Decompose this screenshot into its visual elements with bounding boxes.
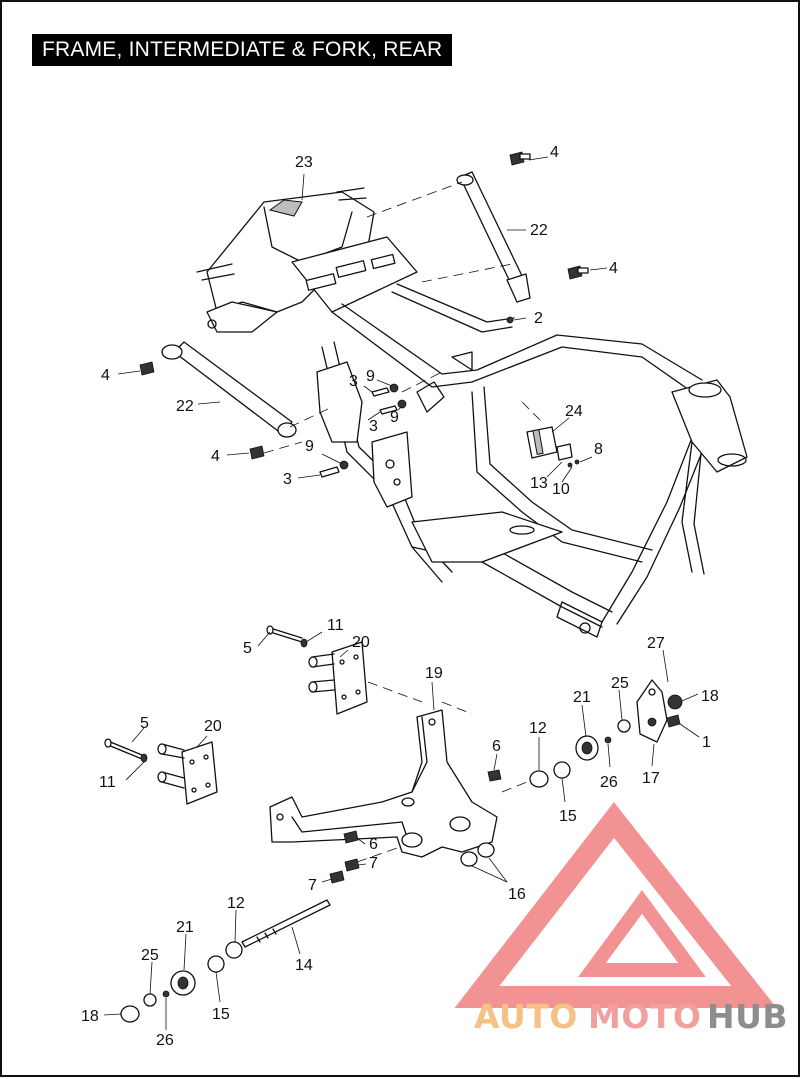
callout-3: 3: [369, 418, 378, 435]
callout-26: 26: [156, 1032, 174, 1049]
callout-15: 15: [559, 808, 577, 825]
callout-22: 22: [176, 398, 194, 415]
callout-15: 15: [212, 1006, 230, 1023]
callout-4: 4: [211, 448, 220, 465]
bearing-set-left: [120, 941, 243, 1023]
callout-20: 20: [352, 634, 370, 651]
callout-12: 12: [227, 895, 245, 912]
bolt-4-top-right: [509, 151, 531, 166]
adjuster-plate-17: [636, 679, 668, 743]
callout-3: 3: [283, 471, 292, 488]
callout-labels: 23 4 22 4 2 4 22 4 3 9 3 9 9 3 24 8 13 1…: [81, 144, 719, 1049]
bracket-24: [526, 426, 580, 468]
watermark-text-moto: MOTO: [588, 997, 701, 1036]
callout-18: 18: [81, 1008, 99, 1025]
callout-8: 8: [594, 441, 603, 458]
callout-6: 6: [492, 738, 501, 755]
callout-6: 6: [369, 836, 378, 853]
callout-9: 9: [366, 368, 375, 385]
callout-21: 21: [573, 689, 591, 706]
swingarm-19: [269, 709, 498, 858]
callout-16: 16: [508, 886, 526, 903]
bolt-4-lower-left: [249, 445, 265, 460]
stud-5-lower: [104, 738, 148, 763]
bolt-1: [666, 714, 681, 728]
callout-2: 2: [534, 310, 543, 327]
callout-4: 4: [609, 260, 618, 277]
mount-plate-20-lower: [157, 741, 218, 805]
callout-5: 5: [243, 640, 252, 657]
callout-21: 21: [176, 919, 194, 936]
bearing-set-right: [529, 719, 631, 788]
mount-plate-20-upper: [308, 641, 368, 715]
callout-5: 5: [140, 715, 149, 732]
callout-14: 14: [295, 957, 313, 974]
callout-17: 17: [642, 770, 660, 787]
callout-18: 18: [701, 688, 719, 705]
callout-7: 7: [308, 877, 317, 894]
bushings-16: [460, 842, 495, 867]
shock-absorber-left: [161, 341, 297, 438]
callout-12: 12: [529, 720, 547, 737]
bolts-6-7-lower: [329, 830, 360, 884]
bolt-4-upper-left: [139, 361, 155, 376]
bolt-6-right: [487, 769, 502, 782]
callout-26: 26: [600, 774, 618, 791]
shock-absorber-right: [456, 171, 531, 303]
callout-9: 9: [305, 438, 314, 455]
watermark-text-auto: AUTO: [474, 997, 578, 1036]
callout-10: 10: [552, 481, 570, 498]
callout-13: 13: [530, 475, 548, 492]
callout-22: 22: [530, 222, 548, 239]
stud-5-upper: [266, 625, 308, 648]
page-title: FRAME, INTERMEDIATE & FORK, REAR: [32, 34, 453, 66]
callout-4: 4: [550, 144, 559, 161]
callout-25: 25: [141, 947, 159, 964]
callout-1: 1: [702, 734, 711, 751]
callout-7: 7: [369, 855, 378, 872]
callout-25: 25: [611, 675, 629, 692]
callout-3: 3: [349, 373, 358, 390]
watermark-triangle-outer: [454, 802, 777, 1008]
callout-11: 11: [99, 774, 116, 791]
callout-9: 9: [390, 409, 399, 426]
bolts-3-and-washers-9: [319, 383, 407, 478]
callout-23: 23: [295, 154, 313, 171]
callout-24: 24: [565, 403, 583, 420]
watermark-triangle-inner: [578, 890, 706, 977]
callout-4: 4: [101, 367, 110, 384]
screw-2: [506, 316, 514, 324]
watermark-logo: AUTO MOTO HUB: [454, 802, 788, 1036]
callout-11: 11: [327, 617, 344, 634]
callout-20: 20: [204, 718, 222, 735]
callout-19: 19: [425, 665, 443, 682]
callout-27: 27: [647, 635, 665, 652]
watermark-text-hub: HUB: [707, 997, 788, 1036]
axle-14: [241, 899, 331, 948]
main-frame: [196, 187, 748, 638]
leader-lines: [103, 156, 700, 1030]
nut-18-right: [667, 694, 683, 710]
bolt-4-mid-right: [567, 265, 589, 280]
